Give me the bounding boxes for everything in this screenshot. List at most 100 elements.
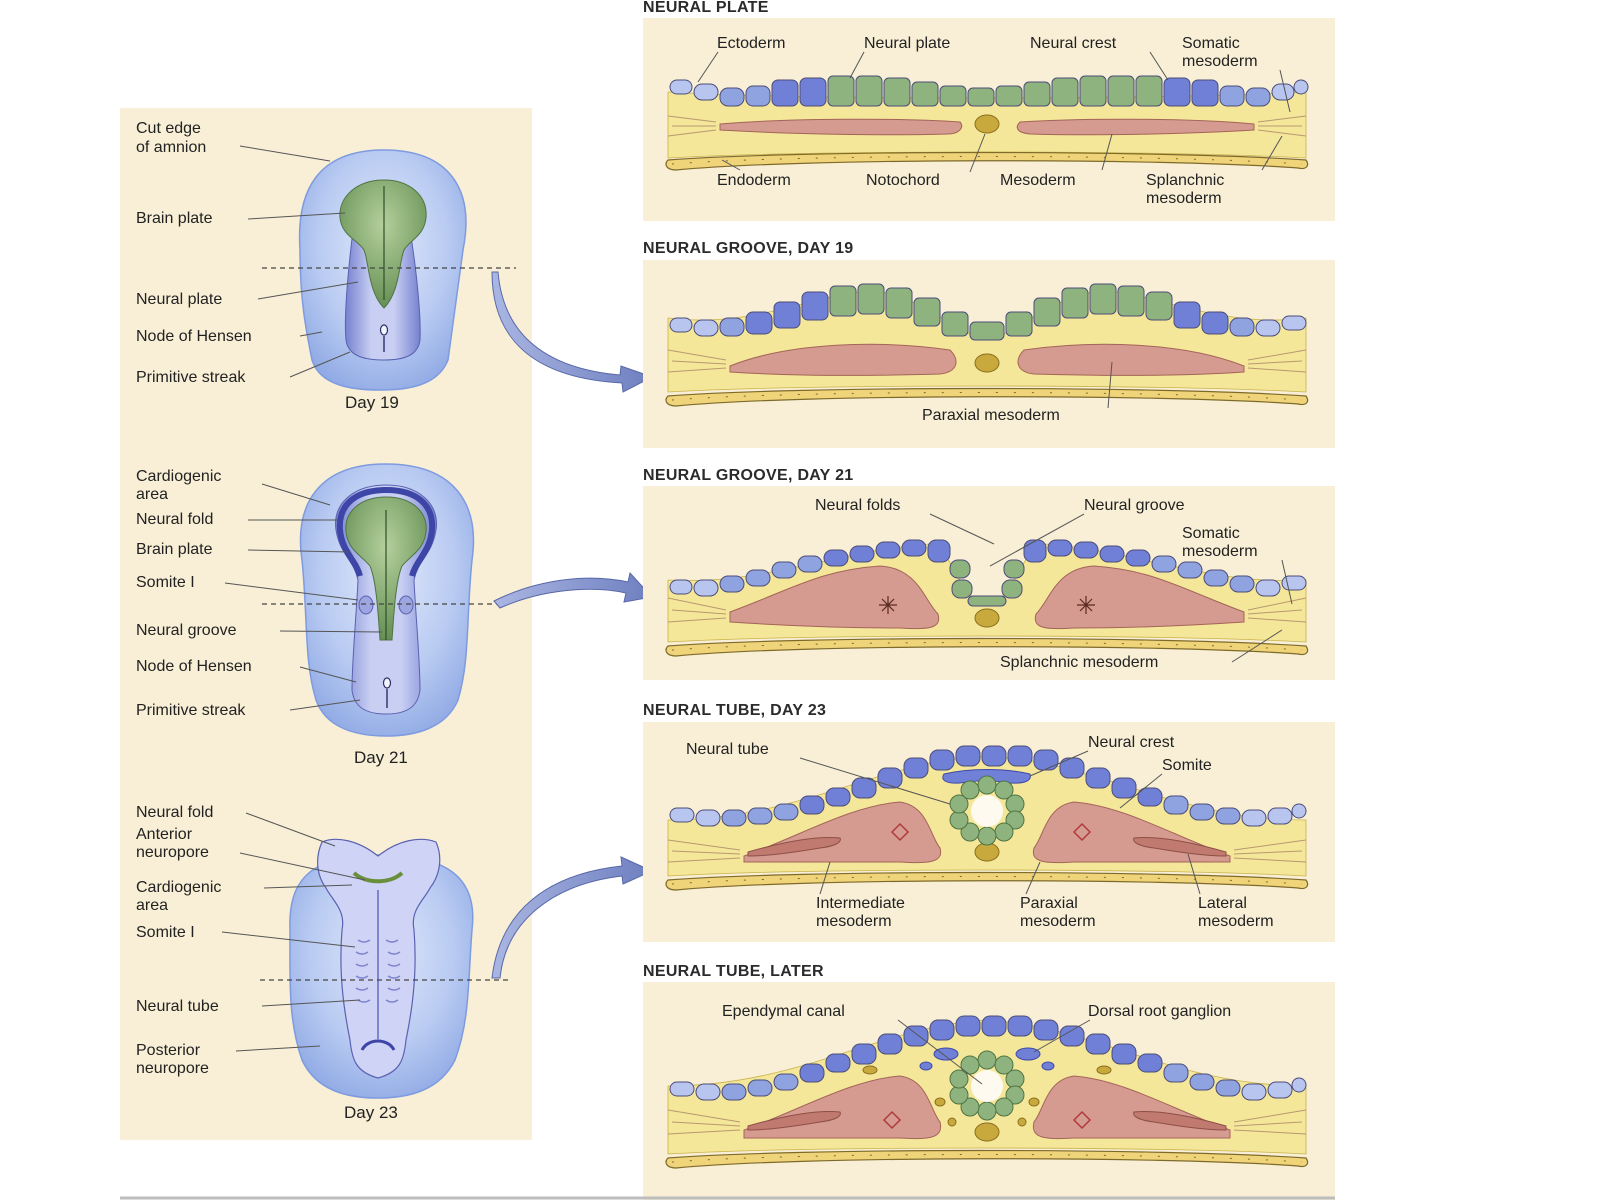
- label-neuropore-anterior: neuropore: [136, 844, 209, 861]
- somite-right-p3: [1034, 565, 1245, 630]
- somite-cavity-left-p4: [890, 822, 910, 842]
- leader-intermediate-p4: [819, 861, 831, 895]
- labels-day23: Neural fold Anterior neuropore Cardiogen…: [136, 804, 398, 1122]
- notochord-p3: [974, 608, 1000, 628]
- section-neural-tube-23: [665, 745, 1309, 891]
- label-intermediate-p4: Intermediate: [816, 895, 905, 912]
- lateral-band-right-p4: [1133, 837, 1227, 857]
- label-lateral-mesoderm-p4: mesoderm: [1198, 913, 1274, 930]
- title-neural-plate: NEURAL PLATE: [643, 0, 769, 16]
- leader-cut-edge: [239, 145, 331, 162]
- somite-cavity-right-p5: [1072, 1110, 1092, 1130]
- paraxial-left-p2: [729, 343, 957, 376]
- endoderm-p1: [665, 151, 1309, 171]
- leader-groove-day21: [279, 630, 383, 633]
- leader-somite-day21: [224, 582, 359, 601]
- somitocoele-left-p3: [879, 596, 897, 614]
- fibers-right-p2: [1247, 349, 1307, 373]
- paraxial-right-p2: [1017, 343, 1245, 376]
- leader-cardiogenic-day23: [263, 884, 353, 889]
- fibers-left-p4: [667, 839, 741, 863]
- arrow-day19-to-groove: [491, 271, 654, 393]
- label-posterior: Posterior: [136, 1042, 201, 1059]
- title-neural-groove-21: NEURAL GROOVE, DAY 21: [643, 467, 854, 484]
- label-somite-p4: Somite: [1162, 757, 1212, 774]
- title-neural-groove-19: NEURAL GROOVE, DAY 19: [643, 240, 854, 257]
- label-neural-groove-day21: Neural groove: [136, 622, 237, 639]
- mesenchyme-dots-p5: [862, 1065, 1112, 1127]
- leader-neural-crest-p4: [1029, 750, 1089, 777]
- label-somite-day23: Somite I: [136, 924, 195, 941]
- labels-neural-plate: Ectoderm Neural plate Neural crest Somat…: [697, 35, 1291, 207]
- leader-somite-p4: [1119, 773, 1163, 809]
- leader-neural-folds: [929, 513, 995, 545]
- leader-lateral-p4: [1187, 853, 1201, 895]
- leader-neural-plate-day19: [257, 281, 359, 300]
- label-somatic-p1: Somatic: [1182, 35, 1240, 52]
- anterior-neuropore-day23: [352, 871, 404, 884]
- embryo-day21: [262, 463, 506, 737]
- label-neural-fold-day23: Neural fold: [136, 804, 213, 821]
- label-lateral-p4: Lateral: [1198, 895, 1247, 912]
- labels-neural-tube-23: Neural tube Neural crest Somite Intermed…: [686, 734, 1274, 930]
- label-neural-folds: Neural folds: [815, 497, 900, 514]
- label-splanchnic-p3: Splanchnic mesoderm: [1000, 654, 1158, 671]
- fibers-left-p2: [667, 349, 727, 373]
- section-neural-tube-later: [665, 1015, 1309, 1169]
- neural-tube-p5: [949, 1050, 1025, 1121]
- fibers-right-p3: [1247, 597, 1307, 623]
- label-splanchnic-p1: Splanchnic: [1146, 172, 1224, 189]
- somitocoele-right-p3: [1077, 596, 1095, 614]
- label-node-day21: Node of Hensen: [136, 658, 252, 675]
- somite-cavity-left-p5: [882, 1110, 902, 1130]
- label-neural-groove-p3: Neural groove: [1084, 497, 1185, 514]
- label-cardiogenic-day21: Cardiogenic: [136, 468, 221, 485]
- somite-left-day21: [358, 595, 374, 615]
- section-neural-groove-21: [665, 539, 1309, 657]
- title-neural-tube-23: NEURAL TUBE, DAY 23: [643, 702, 826, 719]
- label-paraxial-p4: Paraxial: [1020, 895, 1078, 912]
- mesoderm-right-p1: [1016, 118, 1255, 136]
- label-neural-fold-day21: Neural fold: [136, 511, 213, 528]
- leader-notochord: [969, 133, 986, 173]
- notochord-p4: [974, 842, 1000, 862]
- leader-splanchnic-p1: [1261, 135, 1283, 171]
- neural-canal-p4: [971, 795, 1003, 827]
- lateral-band-left-p4: [747, 837, 841, 857]
- arrow-day21-to-groove21: [493, 571, 653, 609]
- endoderm-cells-p4: [671, 876, 1303, 885]
- dorsal-root-ganglia-p5: [919, 1047, 1055, 1071]
- labels-day21: Cardiogenic area Neural fold Brain plate…: [136, 468, 408, 767]
- label-somatic-p3: Somatic: [1182, 525, 1240, 542]
- leader-node-day19: [299, 331, 323, 337]
- leader-anterior-neuropore: [239, 852, 366, 881]
- label-neural-tube-p4: Neural tube: [686, 741, 769, 758]
- endoderm-p5: [665, 1149, 1309, 1169]
- leader-mesoderm: [1101, 133, 1113, 171]
- leader-neural-tube-day23: [261, 999, 361, 1007]
- leader-brain-plate-day19: [247, 212, 346, 220]
- node-of-hensen-day19: [379, 324, 389, 336]
- label-area-day21: area: [136, 486, 168, 503]
- labels-neural-tube-later: Ependymal canal Dorsal root ganglion: [722, 1003, 1231, 1085]
- neural-fold-day21: [385, 487, 436, 577]
- leader-somatic-p1: [1279, 69, 1291, 113]
- endoderm-cells-p2: [671, 392, 1303, 401]
- brain-plate-day19: [339, 179, 427, 309]
- label-neural-crest-p4: Neural crest: [1088, 734, 1175, 751]
- leader-paraxial-p4: [1025, 861, 1041, 895]
- endoderm-cells-p5: [671, 1154, 1303, 1163]
- label-endoderm: Endoderm: [717, 172, 791, 189]
- labels-neural-groove-19: Paraxial mesoderm: [922, 361, 1113, 424]
- section-neural-groove-19: [665, 283, 1309, 407]
- label-mesoderm: Mesoderm: [1000, 172, 1076, 189]
- label-somatic-mesoderm-p1: mesoderm: [1182, 53, 1258, 70]
- fibers-right-p1: [1257, 115, 1307, 137]
- section-neural-plate: [665, 75, 1309, 171]
- label-brain-plate-day19: Brain plate: [136, 210, 213, 227]
- labels-neural-groove-21: Neural folds Neural groove Somatic mesod…: [815, 497, 1293, 671]
- ectoderm-cells-p3: [669, 539, 1307, 607]
- somite-left-p3: [729, 565, 940, 630]
- label-somatic-mesoderm-p3: mesoderm: [1182, 543, 1258, 560]
